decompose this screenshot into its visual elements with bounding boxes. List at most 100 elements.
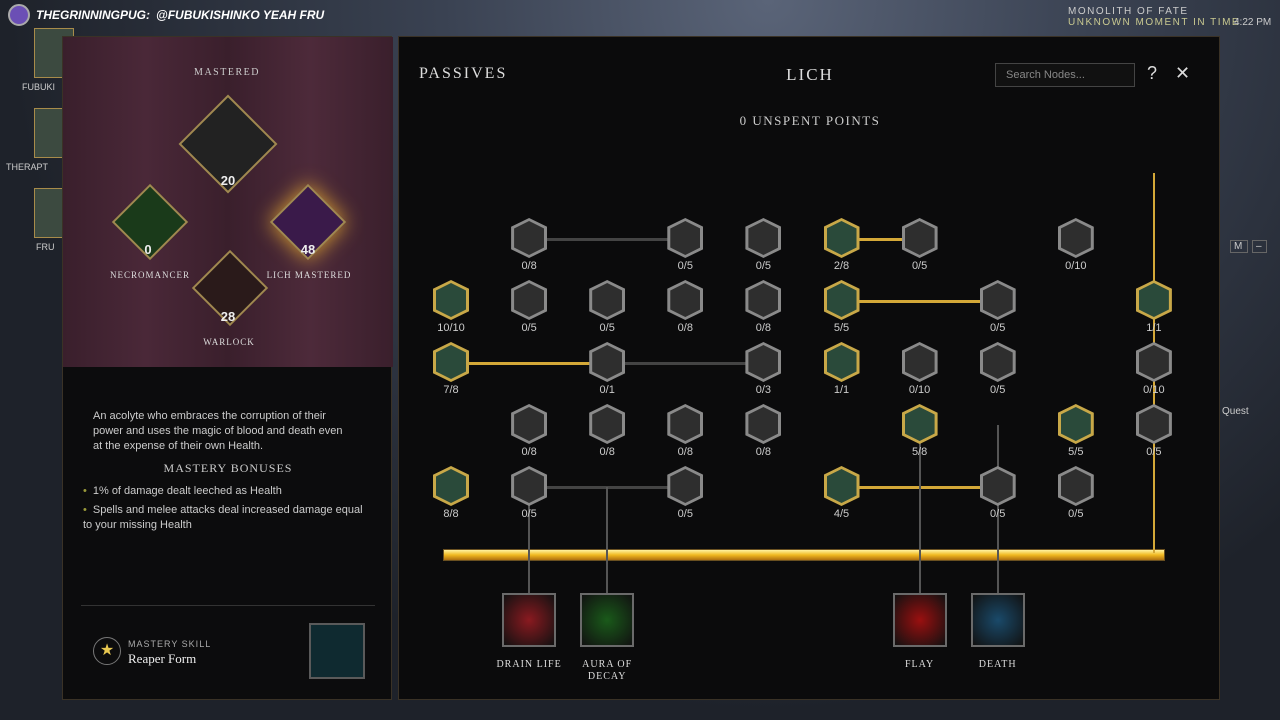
node-points: 0/5 (1068, 508, 1084, 520)
skill-button[interactable] (580, 593, 635, 647)
passive-node[interactable]: 0/10 (1056, 216, 1096, 272)
passive-node[interactable]: 0/8 (665, 278, 705, 334)
node-points: 0/5 (1146, 446, 1162, 458)
zone-name: MONOLITH OF FATE (1068, 6, 1189, 17)
mastery-panel: MASTERED 20 0 NECROMANCER 48 LICH MASTER… (62, 36, 393, 700)
passive-node[interactable]: 0/8 (665, 402, 705, 458)
node-points: 0/5 (677, 260, 693, 272)
passive-node[interactable]: 0/5 (1134, 402, 1174, 458)
node-points: 0/5 (755, 260, 772, 272)
passive-node[interactable]: 0/3 (743, 340, 783, 396)
passive-node[interactable]: 0/10 (900, 340, 940, 396)
skill-label: DRAIN LIFE (496, 659, 562, 670)
node-points: 0/3 (755, 384, 772, 396)
skill-label: AURA OF DECAY (582, 659, 633, 682)
passive-node[interactable]: 10/10 (431, 278, 471, 334)
node-points: 1/1 (833, 384, 850, 396)
passive-node[interactable]: 4/5 (822, 464, 862, 520)
bonus-item: 1% of damage dealt leeched as Health (83, 484, 373, 499)
node-points: 0/8 (599, 446, 615, 458)
passive-node[interactable]: 0/5 (509, 278, 549, 334)
quest-tracker[interactable]: Quest (1222, 406, 1249, 417)
passive-node[interactable]: 5/8 (900, 402, 940, 458)
skill-label: DEATH (978, 659, 1017, 670)
passive-node[interactable]: 1/1 (822, 340, 862, 396)
node-points: 0/5 (521, 508, 537, 520)
passive-node[interactable]: 0/5 (978, 340, 1018, 396)
skill-button[interactable] (892, 593, 947, 647)
minimap-zoom-out-button[interactable]: – (1252, 240, 1268, 253)
skill-connector (528, 487, 531, 593)
tab-passives[interactable]: PASSIVES (419, 65, 508, 82)
bonuses-heading: MASTERY BONUSES (163, 461, 293, 475)
node-points: 0/8 (677, 446, 693, 458)
node-points: 0/5 (599, 322, 615, 334)
tree-title: LICH (786, 65, 834, 84)
skill-button[interactable] (502, 593, 557, 647)
node-points: 8/8 (443, 508, 459, 520)
bonus-item: Spells and melee attacks deal increased … (83, 503, 373, 533)
passive-node[interactable]: 0/8 (743, 402, 783, 458)
passive-tree-panel: PASSIVES LICH 0 UNSPENT POINTS Search No… (398, 36, 1220, 700)
node-points: 0/8 (521, 260, 537, 272)
passive-node[interactable]: 8/8 (431, 464, 471, 520)
twitch-icon (8, 4, 30, 26)
node-points: 5/8 (911, 446, 928, 458)
node-points: 5/5 (1068, 446, 1084, 458)
passive-node[interactable]: 5/5 (822, 278, 862, 334)
node-connection (841, 238, 920, 241)
unspent-points: 0 UNSPENT POINTS (739, 113, 881, 128)
passive-node[interactable]: 0/5 (978, 464, 1018, 520)
node-points: 1/1 (1146, 322, 1162, 334)
help-button[interactable]: ? (1147, 63, 1158, 83)
passive-node[interactable]: 2/8 (822, 216, 862, 272)
passive-node[interactable]: 0/5 (1056, 464, 1096, 520)
passive-node[interactable]: 0/5 (509, 464, 549, 520)
passive-node[interactable]: 0/5 (900, 216, 940, 272)
node-points: 0/8 (755, 446, 772, 458)
passive-node[interactable]: 7/8 (431, 340, 471, 396)
passive-node[interactable]: 0/5 (587, 278, 627, 334)
subzone-name: UNKNOWN MOMENT IN TIME (1068, 17, 1241, 28)
passive-node[interactable]: 0/5 (978, 278, 1018, 334)
node-points: 0/5 (911, 260, 928, 272)
node-points: 0/5 (990, 322, 1006, 334)
skill-label: FLAY (904, 659, 935, 670)
passive-node[interactable]: 0/5 (665, 216, 705, 272)
node-connection (529, 238, 686, 241)
node-connection (841, 300, 998, 303)
node-points: 0/10 (1143, 384, 1165, 396)
passive-node[interactable]: 0/8 (587, 402, 627, 458)
passive-node[interactable]: 0/8 (509, 216, 549, 272)
node-points: 7/8 (443, 384, 459, 396)
close-button[interactable]: ✕ (1175, 63, 1191, 83)
passive-node[interactable]: 0/5 (665, 464, 705, 520)
mastery-skill-name: Reaper Form (128, 651, 197, 666)
reaper-form-skill-icon[interactable] (309, 623, 365, 679)
skill-button[interactable] (970, 593, 1025, 647)
passive-node[interactable]: 0/1 (587, 340, 627, 396)
passive-node[interactable]: 0/10 (1134, 340, 1174, 396)
node-points: 0/10 (908, 384, 931, 396)
passive-node[interactable]: 5/5 (1056, 402, 1096, 458)
node-points: 0/5 (990, 508, 1006, 520)
passive-node[interactable]: 0/8 (509, 402, 549, 458)
node-connection (607, 362, 764, 365)
node-points: 4/5 (833, 508, 850, 520)
minimap-toggle-button[interactable]: M (1230, 240, 1248, 253)
passive-node[interactable]: 0/8 (743, 278, 783, 334)
clock: 4:22 PM (1234, 17, 1272, 28)
node-points: 10/10 (437, 322, 465, 334)
skill-connector (996, 425, 999, 593)
skill-connector (606, 487, 609, 593)
points-progress-bar (443, 549, 1165, 561)
skill-connector (918, 425, 921, 593)
node-points: 0/8 (677, 322, 693, 334)
node-points: 0/5 (521, 322, 537, 334)
search-nodes-input[interactable]: Search Nodes... (995, 63, 1135, 87)
passive-node[interactable]: 0/5 (743, 216, 783, 272)
passive-node[interactable]: 1/1 (1134, 278, 1174, 334)
node-connection (451, 362, 608, 365)
node-points: 0/1 (599, 384, 615, 396)
node-points: 0/5 (990, 384, 1006, 396)
